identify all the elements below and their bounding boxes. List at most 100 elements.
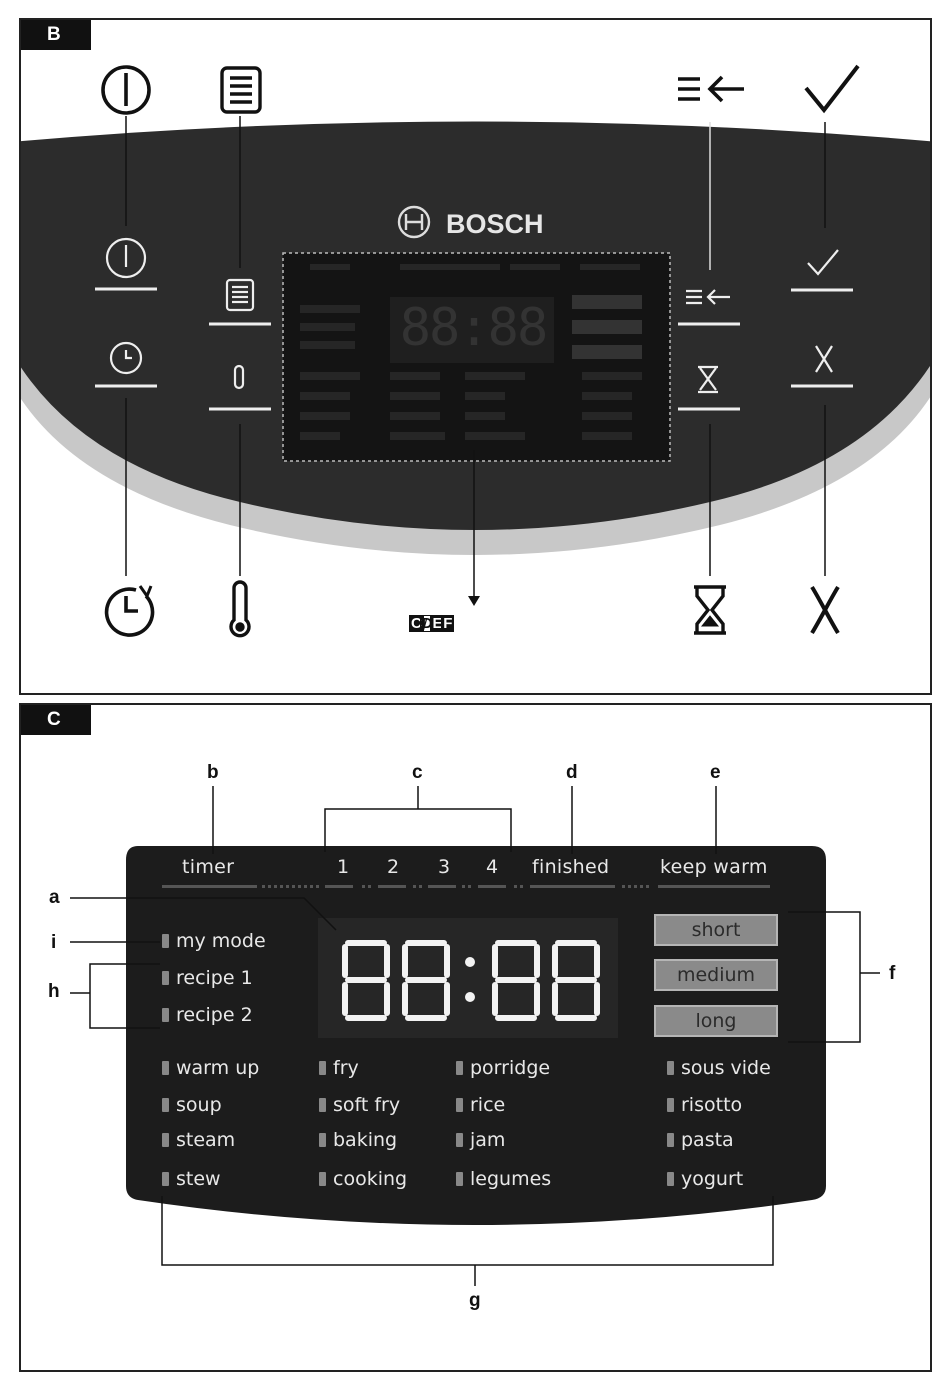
cancel-icon xyxy=(810,585,840,635)
led xyxy=(667,1098,674,1112)
program-item: pasta xyxy=(667,1129,734,1151)
program-item: yogurt xyxy=(667,1168,743,1190)
program-label: soup xyxy=(176,1094,222,1116)
program-label: jam xyxy=(470,1129,506,1151)
label-recipe-1: recipe 1 xyxy=(176,967,253,989)
program-item: soft fry xyxy=(319,1094,400,1116)
program-item: jam xyxy=(456,1129,505,1151)
program-item: risotto xyxy=(667,1094,742,1116)
program-label: soft fry xyxy=(333,1094,401,1116)
label-step-1: 1 xyxy=(337,856,350,878)
temperature-icon xyxy=(229,580,251,638)
power-icon xyxy=(101,65,151,115)
program-item: legumes xyxy=(456,1168,551,1190)
label-timer: timer xyxy=(182,856,235,878)
indicator-recipe-1: recipe 1 xyxy=(162,967,253,989)
led xyxy=(162,1008,169,1022)
callout-h: h xyxy=(48,981,60,1002)
timer-icon xyxy=(104,585,155,637)
figure-b-frame: B xyxy=(19,18,932,695)
panel-digits-window xyxy=(390,297,554,363)
callout-b: b xyxy=(207,762,219,783)
label-step-3: 3 xyxy=(438,856,451,878)
panel-hourglass-icon xyxy=(698,365,718,394)
panel-power-icon xyxy=(105,237,147,279)
callout-a: a xyxy=(49,887,60,908)
led xyxy=(162,1133,169,1147)
callout-d: d xyxy=(566,762,578,783)
program-item: steam xyxy=(162,1129,235,1151)
program-label: yogurt xyxy=(681,1168,744,1190)
led xyxy=(456,1172,463,1186)
level-short: short xyxy=(654,914,778,946)
program-label: steam xyxy=(176,1129,236,1151)
program-label: rice xyxy=(470,1094,506,1116)
appliance-rim xyxy=(21,368,930,693)
menu-icon xyxy=(220,66,262,114)
program-label: cooking xyxy=(333,1168,408,1190)
indicator-my-mode: my mode xyxy=(162,930,266,952)
panel-menu-icon xyxy=(225,278,255,312)
figure-c-tag: C xyxy=(21,705,91,735)
program-label: baking xyxy=(333,1129,398,1151)
program-label: pasta xyxy=(681,1129,734,1151)
program-item: rice xyxy=(456,1094,505,1116)
led xyxy=(456,1061,463,1075)
led xyxy=(667,1133,674,1147)
panel-timer-icon xyxy=(109,341,143,375)
program-item: sous vide xyxy=(667,1057,771,1079)
led xyxy=(162,934,169,948)
program-label: porridge xyxy=(470,1057,551,1079)
program-item: soup xyxy=(162,1094,222,1116)
label-finished: finished xyxy=(532,856,610,878)
figure-c-frame: C xyxy=(19,703,932,1372)
led xyxy=(162,1098,169,1112)
program-item: fry xyxy=(319,1057,359,1079)
bosch-logo xyxy=(397,205,431,239)
program-label: warm up xyxy=(176,1057,260,1079)
led xyxy=(667,1172,674,1186)
reference-f: F xyxy=(441,615,455,632)
indicator-recipe-2: recipe 2 xyxy=(162,1004,253,1026)
figure-b-drawing: BOSCH xyxy=(21,64,930,693)
brand-name: BOSCH xyxy=(446,209,544,239)
led xyxy=(319,1172,326,1186)
led xyxy=(456,1133,463,1147)
led xyxy=(162,1172,169,1186)
reference-separator: / xyxy=(422,615,428,634)
callout-e: e xyxy=(710,762,721,783)
panel-cancel-icon xyxy=(815,345,833,373)
back-icon xyxy=(678,75,744,103)
program-item: stew xyxy=(162,1168,221,1190)
program-item: porridge xyxy=(456,1057,550,1079)
level-long: long xyxy=(654,1005,778,1037)
callout-g: g xyxy=(469,1290,481,1311)
program-label: stew xyxy=(176,1168,221,1190)
label-keep-warm: keep warm xyxy=(660,856,768,878)
program-item: cooking xyxy=(319,1168,407,1190)
callout-i: i xyxy=(51,932,57,953)
led xyxy=(319,1098,326,1112)
led xyxy=(456,1098,463,1112)
panel-temperature-icon xyxy=(233,364,245,390)
panel-digits: 88:88 xyxy=(399,298,549,358)
figure-b-tag: B xyxy=(21,20,91,50)
program-item: baking xyxy=(319,1129,397,1151)
callout-c: c xyxy=(412,762,423,783)
label-step-2: 2 xyxy=(387,856,400,878)
program-label: legumes xyxy=(470,1168,552,1190)
led xyxy=(162,1061,169,1075)
label-recipe-2: recipe 2 xyxy=(176,1004,253,1026)
program-item: warm up xyxy=(162,1057,259,1079)
program-label: risotto xyxy=(681,1094,743,1116)
panel-confirm-icon xyxy=(807,249,839,276)
level-medium: medium xyxy=(654,959,778,991)
program-label: fry xyxy=(333,1057,359,1079)
panel-back-icon xyxy=(686,289,730,305)
hourglass-icon xyxy=(694,585,726,635)
program-label: sous vide xyxy=(681,1057,771,1079)
led xyxy=(319,1133,326,1147)
figure-references: C/D/E/F xyxy=(409,615,455,635)
led xyxy=(319,1061,326,1075)
led xyxy=(162,971,169,985)
